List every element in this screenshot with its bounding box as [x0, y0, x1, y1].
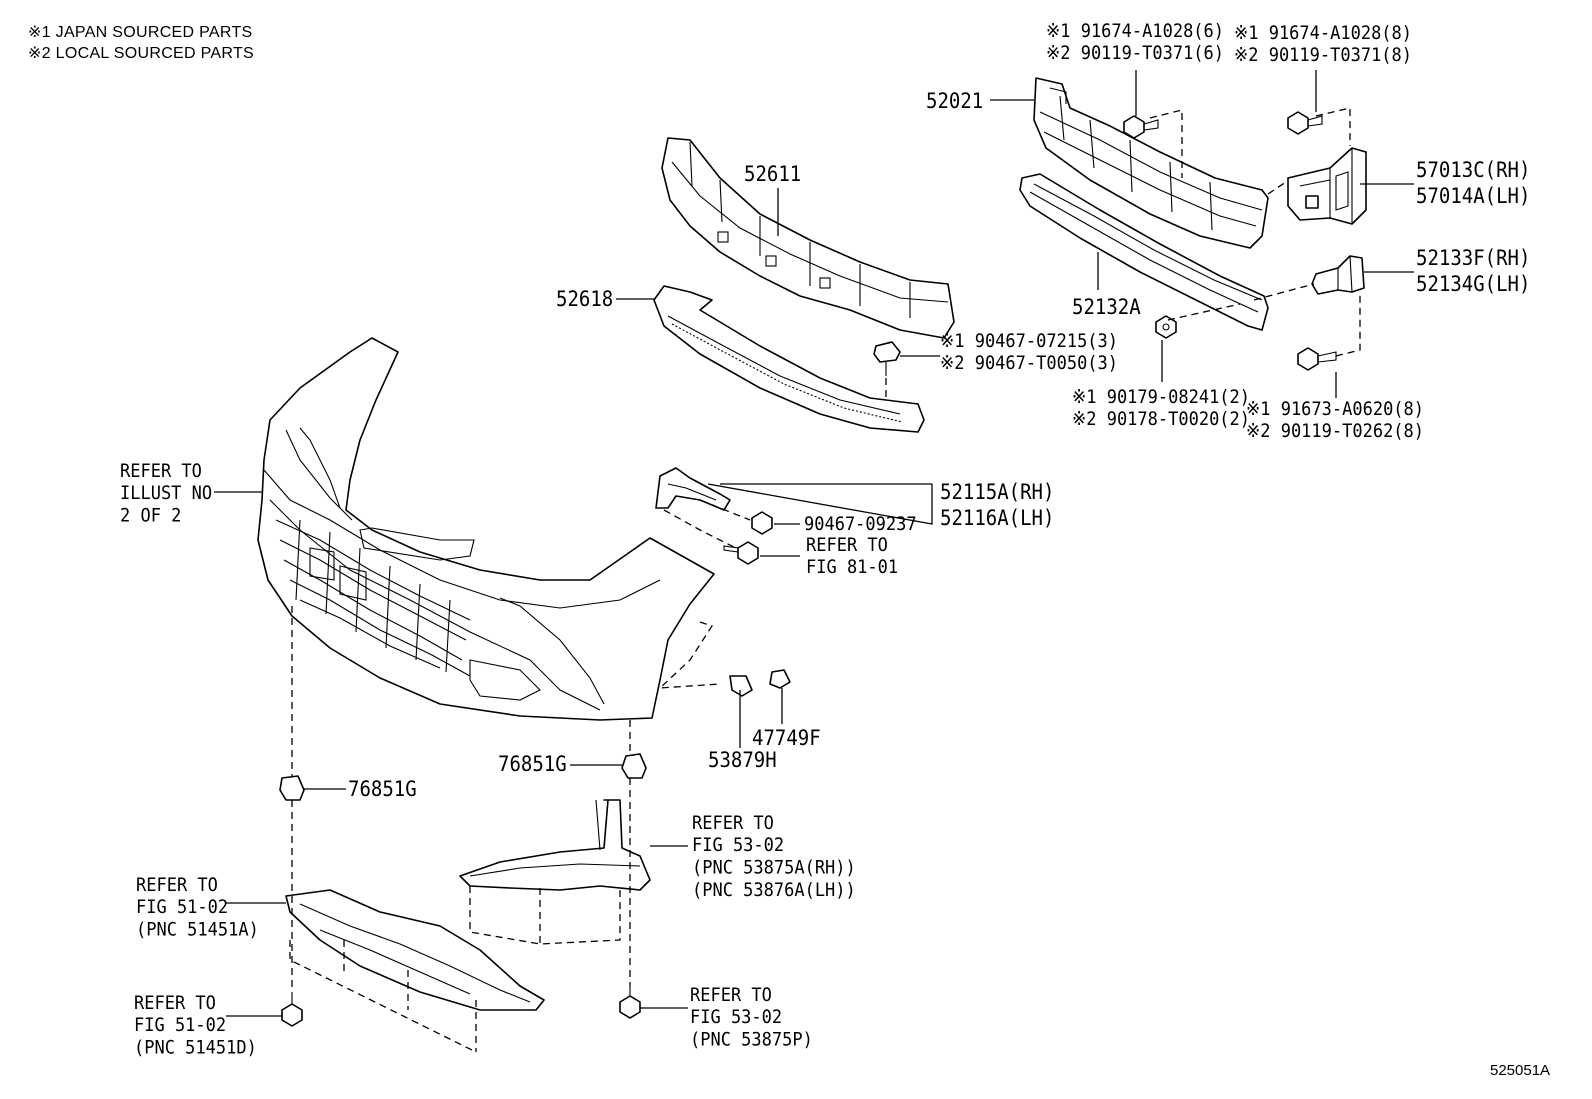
dashed-line [1149, 107, 1361, 357]
bolt-91673 [1297, 347, 1337, 371]
bracket-57013C [1287, 147, 1367, 225]
bracket-52133F [1311, 255, 1365, 295]
callout-refer-fig-51-02-cover: REFER TO FIG 51-02 (PNC 51451A) [136, 874, 259, 942]
callout-refer-fig-51-02-bolt: REFER TO FIG 51-02 (PNC 51451D) [134, 992, 257, 1060]
clip-76851G-left [279, 775, 305, 801]
callout-52611: 52611 [744, 162, 802, 187]
callout-53879H: 53879H [708, 748, 777, 773]
callout-90179-08241: ※1 90179-08241(2) ※2 90178-T0020(2) [1072, 386, 1251, 431]
callout-47749F: 47749F [752, 726, 821, 751]
illustration-code: 525051A [1490, 1062, 1551, 1079]
callout-76851G-left: 76851G [348, 777, 417, 802]
callout-52618: 52618 [556, 287, 614, 312]
absorber-52618 [653, 285, 925, 433]
leader-lines [214, 70, 1414, 1017]
callout-52133F: 52133F(RH) 52134G(LH) [1416, 246, 1531, 297]
bolt-91674-6 [1123, 115, 1159, 139]
dashed-line [469, 886, 621, 945]
callout-90467-09237: 90467-09237 [804, 513, 917, 536]
callout-91674-a1028-8: ※1 91674-A1028(8) ※2 90119-T0371(8) [1234, 22, 1413, 67]
callout-76851G-right: 76851G [498, 752, 567, 777]
nut-90179 [1155, 315, 1177, 339]
callout-90467-07215: ※1 90467-07215(3) ※2 90467-T0050(3) [940, 330, 1119, 375]
bolt-91674-8 [1287, 111, 1323, 135]
front-bumper-cover [257, 337, 721, 721]
dashed-line [289, 940, 477, 1053]
callout-52132A: 52132A [1072, 295, 1141, 320]
callout-91674-a1028-6: ※1 91674-A1028(6) ※2 90119-T0371(6) [1046, 20, 1225, 65]
clip-47749F [769, 669, 791, 689]
absorber-52132A [1019, 173, 1269, 331]
retainer-52115A [655, 467, 731, 511]
clip-53879H [729, 675, 753, 697]
note-local-sourced: ※2 LOCAL SOURCED PARTS [28, 45, 254, 62]
note-japan-sourced: ※1 JAPAN SOURCED PARTS [28, 24, 253, 41]
cover-51451A [285, 889, 545, 1011]
reinforcement-52021 [1033, 77, 1269, 249]
bolt-53875P [619, 986, 641, 1019]
callout-refer-illust-2: REFER TO ILLUST NO 2 OF 2 [120, 460, 213, 528]
callout-52115A: 52115A(RH) 52116A(LH) [940, 480, 1055, 531]
absorber-52611 [661, 137, 955, 339]
clip-76851G-right [621, 753, 647, 779]
callout-refer-fig-53-02-bolt: REFER TO FIG 53-02 (PNC 53875P) [690, 984, 813, 1052]
bolt-51451D [281, 992, 303, 1027]
callout-91673-a0620: ※1 91673-A0620(8) ※2 90119-T0262(8) [1246, 398, 1425, 443]
callout-52021: 52021 [926, 89, 984, 114]
shield-53875A [459, 799, 651, 891]
clip-90467-07215 [873, 341, 901, 376]
callout-refer-fig-53-02-shield: REFER TO FIG 53-02 (PNC 53875A(RH)) (PNC… [692, 812, 856, 902]
clip-90467-09237 [751, 511, 773, 535]
callout-refer-fig-81-01: REFER TO FIG 81-01 [806, 534, 899, 579]
dashed-line [663, 499, 751, 549]
callout-57013C: 57013C(RH) 57014A(LH) [1416, 158, 1531, 209]
bolt-fig-81-01 [723, 541, 759, 565]
